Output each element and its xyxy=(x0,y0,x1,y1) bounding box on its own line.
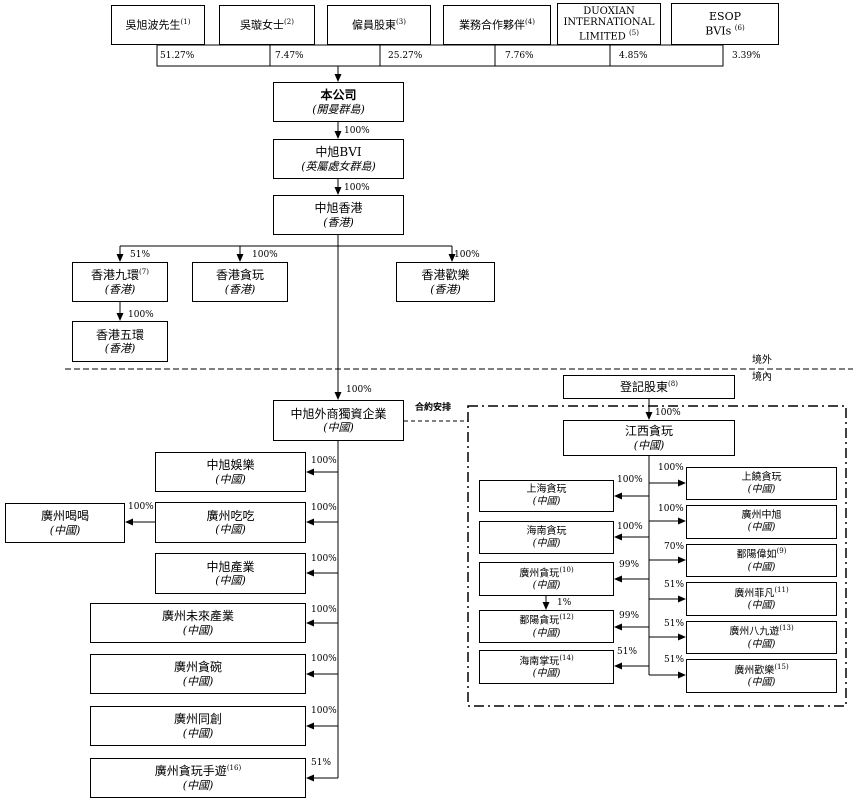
hk-five-box: 香港五環(香港) xyxy=(72,321,168,362)
shareholder-box: ESOP BVIs (6) xyxy=(671,3,779,45)
contract-label: 合約安排 xyxy=(415,403,452,413)
hehe-box: 廣州喝喝(中國) xyxy=(5,503,125,543)
vie-left-box: 上海貪玩(中國) xyxy=(479,480,614,512)
shareholder-box: 吳旭波先生(1) xyxy=(111,5,205,45)
shareholder-pct: 25.27% xyxy=(388,51,423,61)
registered-holders-box: 登記股東(8) xyxy=(563,375,735,399)
vie-right-box: 廣州歡樂(15)(中國) xyxy=(686,659,837,693)
ownership-pct: 70% xyxy=(664,542,685,552)
bvi-box: 中旭BVI(英屬處女群島) xyxy=(273,139,404,179)
ownership-pct: 100% xyxy=(128,310,154,320)
wfoe-box: 中旭外商獨資企業(中國) xyxy=(273,400,404,441)
ownership-pct: 51% xyxy=(664,580,685,590)
hk-sub-box: 香港歡樂(香港) xyxy=(396,262,495,302)
vie-left-box: 鄱陽貪玩(12)(中國) xyxy=(479,610,614,643)
vie-boundary xyxy=(467,405,847,707)
company-box: 本公司(開曼群島) xyxy=(273,82,404,122)
vie-right-box: 廣州中旭(中國) xyxy=(686,505,837,539)
ownership-pct: 100% xyxy=(252,250,278,260)
ownership-pct: 100% xyxy=(311,456,337,466)
hk-sub-box: 香港貪玩(香港) xyxy=(192,262,288,302)
ownership-pct: 100% xyxy=(617,475,643,485)
ownership-pct: 100% xyxy=(344,183,370,193)
ownership-pct: 100% xyxy=(658,463,684,473)
ownership-pct: 100% xyxy=(655,408,681,418)
ownership-pct: 100% xyxy=(128,502,154,512)
offshore-label: 境外 xyxy=(752,355,772,366)
ownership-pct: 100% xyxy=(311,654,337,664)
ownership-pct: 100% xyxy=(454,250,480,260)
vie-right-box: 鄱陽偉如(9)(中國) xyxy=(686,544,837,577)
ownership-pct: 100% xyxy=(346,385,372,395)
ownership-pct: 51% xyxy=(664,655,685,665)
ownership-pct: 100% xyxy=(311,554,337,564)
ownership-pct: 100% xyxy=(311,706,337,716)
ownership-pct: 51% xyxy=(311,758,332,768)
vie-right-box: 上饒貪玩(中國) xyxy=(686,467,837,500)
vie-left-box: 海南貪玩(中國) xyxy=(479,521,614,554)
hk-box: 中旭香港(香港) xyxy=(273,195,404,235)
shareholder-pct: 3.39% xyxy=(732,51,761,61)
shareholder-box: 吳璇女士(2) xyxy=(219,5,315,45)
wfoe-sub-box: 廣州貪玩手遊(16)(中國) xyxy=(90,758,306,798)
wfoe-sub-box: 廣州未來產業(中國) xyxy=(90,603,306,643)
ownership-pct: 99% xyxy=(619,611,640,621)
ownership-pct: 100% xyxy=(311,605,337,615)
vie-left-box: 廣州貪玩(10)(中國) xyxy=(479,562,614,596)
ownership-pct: 99% xyxy=(619,560,640,570)
shareholder-pct: 7.76% xyxy=(505,51,534,61)
onshore-label: 境內 xyxy=(752,372,772,383)
shareholder-pct: 51.27% xyxy=(160,51,195,61)
vie-right-box: 廣州菲凡(11)(中國) xyxy=(686,582,837,616)
wfoe-sub-box: 廣州貪碗(中國) xyxy=(90,654,306,694)
wfoe-sub-box: 廣州吃吃(中國) xyxy=(155,502,306,543)
vie-left-box: 海南掌玩(14)(中國) xyxy=(479,650,614,684)
ownership-pct: 1% xyxy=(557,598,572,608)
ownership-pct: 51% xyxy=(130,250,151,260)
shareholder-box: 業務合作夥伴(4) xyxy=(443,5,551,45)
shareholder-pct: 7.47% xyxy=(275,51,304,61)
hk-sub-box: 香港九環(7)(香港) xyxy=(72,262,168,302)
shareholder-box: 僱員股東(3) xyxy=(327,5,431,45)
wfoe-sub-box: 中旭娛樂(中國) xyxy=(155,452,306,492)
ownership-pct: 51% xyxy=(664,619,685,629)
ownership-pct: 100% xyxy=(617,522,643,532)
ownership-pct: 51% xyxy=(617,647,638,657)
shareholder-pct: 4.85% xyxy=(619,51,648,61)
wfoe-sub-box: 廣州同創(中國) xyxy=(90,706,306,746)
ownership-pct: 100% xyxy=(344,126,370,136)
jx-box: 江西貪玩(中國) xyxy=(563,420,735,456)
percent-cell xyxy=(609,44,724,67)
ownership-pct: 100% xyxy=(658,504,684,514)
ownership-pct: 100% xyxy=(311,503,337,513)
wfoe-sub-box: 中旭產業(中國) xyxy=(155,553,306,594)
shareholder-box: DUOXIAN INTERNATIONAL LIMITED (5) xyxy=(557,3,661,45)
vie-right-box: 廣州八九遊(13)(中國) xyxy=(686,621,837,654)
